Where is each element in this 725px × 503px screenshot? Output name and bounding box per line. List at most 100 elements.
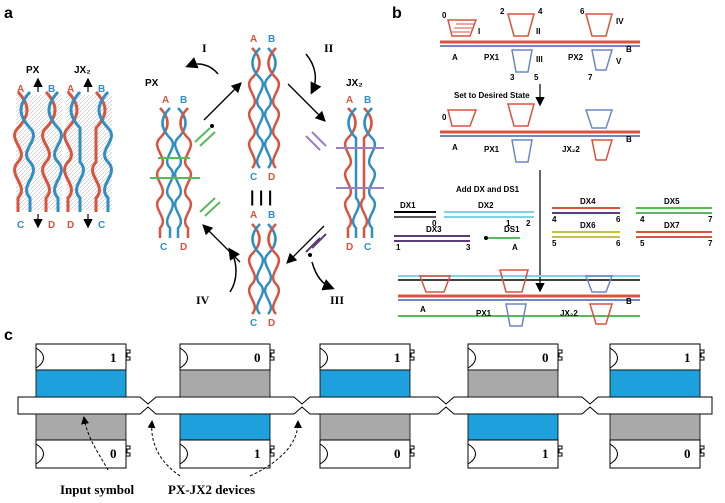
panel-b-label: b: [392, 5, 402, 22]
step-iv: IV: [196, 293, 210, 307]
center-bottom-d: D: [268, 172, 275, 183]
tape-cell: 10: [35, 343, 131, 469]
s3-px1: PX1: [476, 309, 492, 318]
cell-notch: [179, 347, 188, 369]
cell-edge: [270, 445, 275, 457]
cell-bottom-fill: [319, 413, 411, 441]
cell-edge: [700, 445, 705, 457]
dx6-left: 5: [552, 239, 557, 248]
device-state-2: [440, 103, 640, 163]
cycle-px-bottom-c: C: [160, 242, 167, 253]
arrow-center-to-jx: [287, 83, 326, 122]
center2-bottom-d: D: [268, 318, 275, 329]
jx-top-b: B: [98, 84, 105, 95]
cell-edge: [558, 445, 563, 457]
px-title: PX: [26, 65, 40, 76]
jx-title: JX₂: [74, 65, 91, 76]
ds1-right: A: [512, 243, 518, 252]
tile-ds1: DS1 A: [484, 225, 520, 252]
caption-input-symbol: Input symbol: [60, 482, 134, 497]
step-ii: II: [324, 41, 334, 55]
step-iii: III: [330, 293, 344, 307]
center2-top-a: A: [250, 210, 257, 221]
caption-devices: PX-JX2 devices: [168, 482, 255, 497]
panel-b: 0 I A 2 4 II PX1 III 3 5 PX2 6 IV B V 7 …: [394, 7, 713, 327]
cell-edge: [410, 445, 415, 457]
cycle-jx-top-b: B: [364, 95, 371, 106]
curved-arrow-iii: [311, 261, 335, 291]
s2-B: B: [626, 135, 632, 144]
s1-B: B: [626, 45, 632, 54]
s3-B: B: [626, 297, 632, 306]
cell-bottom-frame: [179, 439, 271, 469]
dx6-right: 6: [616, 239, 621, 248]
device-state-1: [440, 13, 640, 73]
cell-notch: [609, 443, 618, 465]
s1-roman1: I: [478, 27, 480, 36]
px-top-b: B: [48, 84, 55, 95]
dx5-left: 4: [640, 215, 645, 224]
s2-px1: PX1: [484, 145, 500, 154]
dx2-name: DX2: [478, 201, 494, 210]
cell-top-symbol: 1: [394, 350, 401, 365]
jx-bottom-c: C: [98, 220, 105, 231]
s2-A: A: [452, 143, 458, 152]
s1-roman3: III: [536, 55, 543, 64]
tile-dx3: DX3 1 3: [394, 225, 471, 252]
cell-top-fill: [35, 369, 127, 398]
cell-top-fill: [467, 369, 559, 398]
dx1-name: DX1: [400, 201, 416, 210]
cell-bottom-frame: [35, 439, 127, 469]
cycle-px-top-a: A: [162, 95, 169, 106]
cycle-jx-molecule: [336, 107, 384, 238]
green-fuel-strands: [194, 124, 221, 217]
cell-bottom-frame: [319, 439, 411, 469]
cell-bottom-symbol: 0: [110, 446, 117, 461]
cell-notch: [467, 347, 476, 369]
center2-top-b: B: [268, 210, 275, 221]
s2-jx2: JX₂2: [562, 145, 580, 154]
cell-top-symbol: 1: [110, 350, 117, 365]
s1-num2: 2: [500, 7, 505, 16]
cell-bottom-fill: [35, 413, 127, 441]
curved-arrow-ii: [305, 53, 322, 95]
cycle-px-label: PX: [145, 78, 159, 89]
cycle-px-top-b: B: [180, 95, 187, 106]
center-top-molecule: A B C D: [247, 34, 281, 183]
cycle-px-bottom-d: D: [180, 242, 187, 253]
s1-roman2: II: [536, 27, 540, 36]
tape-cell: 10: [319, 343, 415, 469]
cycle-jx-top-a: A: [346, 95, 353, 106]
s1-roman4: IV: [616, 17, 624, 26]
purple-fuel-strands: [305, 131, 327, 257]
s1-num4: 4: [538, 7, 543, 16]
dx2-right: 2: [526, 219, 531, 228]
dx5-right: 7: [708, 215, 713, 224]
center2-bottom-c: C: [250, 318, 257, 329]
tape: [17, 396, 713, 415]
cell-bottom-fill: [179, 413, 271, 441]
tape-cell: 10: [609, 343, 705, 469]
dx3-name: DX3: [426, 225, 442, 234]
cell-bottom-frame: [609, 439, 701, 469]
s2-num0: 0: [442, 113, 447, 122]
s1-roman5: V: [616, 57, 622, 66]
s1-num3: 3: [510, 73, 515, 82]
cell-notch: [35, 347, 44, 369]
input-symbol-arrow: [81, 416, 109, 471]
curved-arrow-i: [185, 57, 219, 75]
s1-A: A: [452, 53, 458, 62]
dx3-left: 1: [396, 243, 401, 252]
cell-notch: [609, 347, 618, 369]
cell-bottom-symbol: 1: [542, 446, 549, 461]
cell-edge: [700, 349, 705, 361]
cell-top-symbol: 0: [254, 350, 261, 365]
cell-bottom-symbol: 1: [254, 446, 261, 461]
cell-top-symbol: 1: [684, 350, 691, 365]
tile-dx7: DX7 5 7: [636, 221, 713, 248]
cell-notch: [179, 443, 188, 465]
b-step2: Add DX and DS1: [456, 185, 520, 194]
